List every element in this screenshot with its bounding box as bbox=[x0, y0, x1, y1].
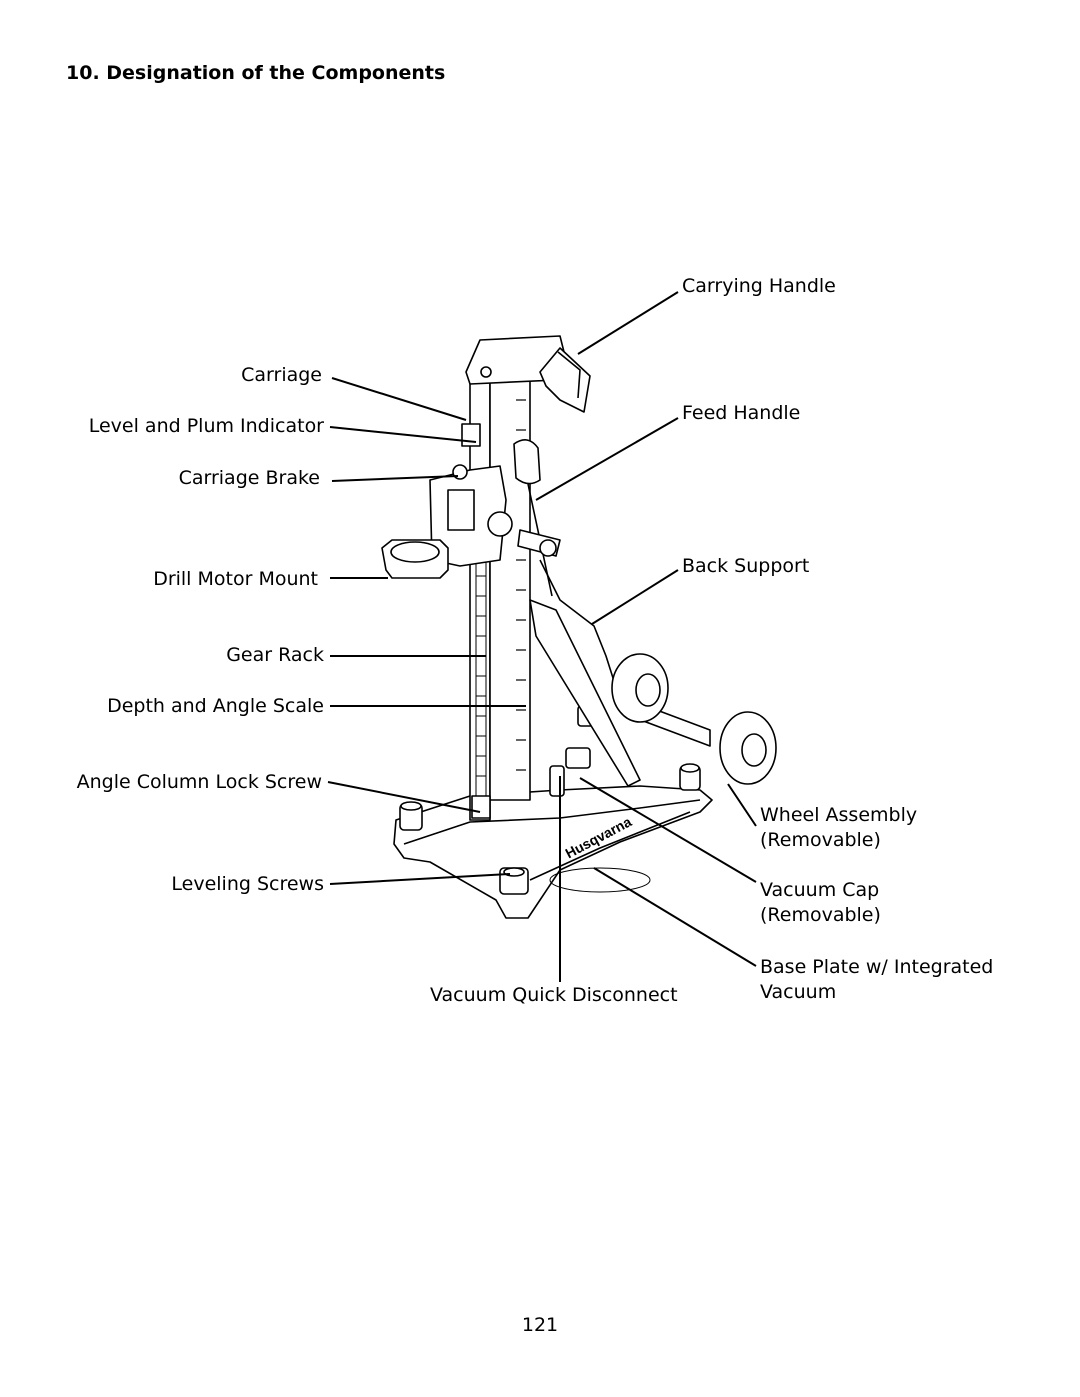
label-feed-handle: Feed Handle bbox=[682, 402, 801, 424]
page-title: 10. Designation of the Components bbox=[66, 62, 446, 84]
leader-lines bbox=[327, 291, 757, 982]
label-wheel-assembly: Wheel Assembly (Removable) bbox=[760, 804, 918, 851]
label-gear-rack: Gear Rack bbox=[226, 644, 324, 666]
label-leveling-screws: Leveling Screws bbox=[171, 873, 324, 895]
label-depth-angle-scale: Depth and Angle Scale bbox=[107, 695, 324, 717]
label-base-plate: Base Plate w/ Integrated Vacuum bbox=[760, 956, 994, 1003]
label-carrying-handle: Carrying Handle bbox=[682, 275, 836, 297]
label-vacuum-quick-disconnect: Vacuum Quick Disconnect bbox=[430, 984, 678, 1006]
page-number: 121 bbox=[521, 1314, 559, 1336]
label-carriage: Carriage bbox=[241, 364, 322, 386]
label-drill-motor-mount: Drill Motor Mount bbox=[153, 568, 318, 590]
label-level-plum-indicator: Level and Plum Indicator bbox=[88, 415, 324, 437]
label-carriage-brake: Carriage Brake bbox=[178, 467, 320, 489]
drill-stand-illustration bbox=[381, 335, 777, 919]
label-vacuum-cap: Vacuum Cap (Removable) bbox=[760, 879, 881, 926]
label-back-support: Back Support bbox=[682, 555, 810, 577]
label-angle-column-lock-screw: Angle Column Lock Screw bbox=[76, 771, 322, 793]
